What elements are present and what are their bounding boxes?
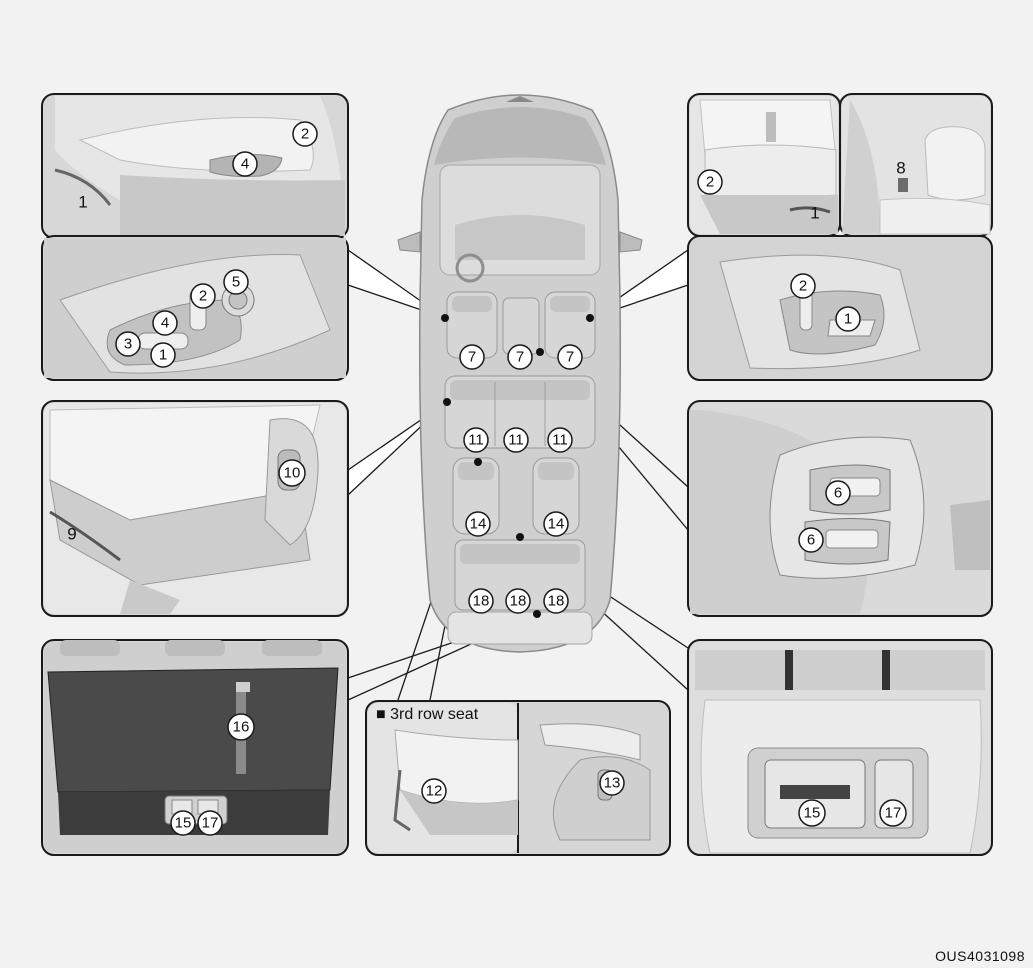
svg-text:4: 4 — [161, 315, 169, 332]
callout-row1-left: 7 — [459, 344, 485, 370]
svg-text:18: 18 — [510, 593, 527, 610]
svg-text:11: 11 — [468, 432, 484, 449]
panel-passenger-power-switch: 2 1 — [687, 235, 993, 381]
svg-text:14: 14 — [470, 516, 487, 533]
svg-text:15: 15 — [804, 805, 821, 822]
svg-text:1: 1 — [810, 204, 819, 223]
svg-text:18: 18 — [473, 593, 490, 610]
svg-text:7: 7 — [516, 349, 524, 366]
panel-headrest: 8 — [839, 93, 993, 237]
callout-j-15: 15 — [798, 799, 826, 827]
svg-text:1: 1 — [159, 347, 167, 364]
callout-row2-left: 11 — [463, 427, 489, 453]
svg-text:3: 3 — [124, 336, 132, 353]
svg-text:18: 18 — [548, 593, 565, 610]
svg-text:11: 11 — [508, 432, 524, 449]
svg-text:6: 6 — [807, 532, 815, 549]
panel-front-seat-side: 1 2 4 — [41, 93, 349, 239]
callout-b-4: 4 — [152, 310, 178, 336]
callout-b-3: 3 — [115, 331, 141, 357]
svg-text:2: 2 — [799, 278, 807, 295]
vehicle-callouts: 7 7 7 11 11 11 14 14 18 18 18 — [459, 344, 583, 614]
panel-third-row-seat: 12 13 — [365, 700, 671, 856]
svg-text:6: 6 — [834, 485, 842, 502]
callout-c-2: 2 — [697, 169, 723, 195]
callout-h-16: 16 — [227, 713, 255, 741]
svg-text:4: 4 — [241, 156, 249, 173]
callout-row2-mid: 11 — [503, 427, 529, 453]
panel-seat-back: 16 15 17 — [41, 639, 349, 856]
callout-a-2: 2 — [292, 121, 318, 147]
anchor-dots — [441, 314, 594, 618]
callout-h-15: 15 — [170, 810, 196, 836]
svg-text:12: 12 — [426, 783, 443, 800]
panel-rear-console: 15 17 — [687, 639, 993, 856]
svg-text:14: 14 — [548, 516, 565, 533]
callout-d-8: 8 — [896, 159, 905, 178]
callout-e-2: 2 — [790, 273, 816, 299]
callout-g-6b: 6 — [798, 527, 824, 553]
callout-row1-right: 7 — [557, 344, 583, 370]
svg-text:17: 17 — [885, 805, 902, 822]
svg-text:15: 15 — [175, 815, 192, 832]
callout-b-1: 1 — [150, 342, 176, 368]
callout-b-5: 5 — [223, 269, 249, 295]
panel-second-row-bench: 10 9 — [41, 400, 349, 617]
svg-text:1: 1 — [78, 193, 87, 212]
callout-i-12: 12 — [421, 778, 447, 804]
callout-b-2: 2 — [190, 283, 216, 309]
svg-text:10: 10 — [284, 465, 301, 482]
svg-text:7: 7 — [566, 349, 574, 366]
callout-row2-right: 11 — [547, 427, 573, 453]
callout-row3-mid: 18 — [505, 588, 531, 614]
callout-captain-left: 14 — [465, 511, 491, 537]
callout-f-10: 10 — [278, 459, 306, 487]
svg-text:5: 5 — [232, 274, 240, 291]
svg-text:2: 2 — [199, 288, 207, 305]
callout-row3-right: 18 — [543, 588, 569, 614]
svg-text:8: 8 — [896, 159, 905, 178]
callout-i-13: 13 — [599, 770, 625, 796]
svg-text:2: 2 — [301, 126, 309, 143]
callout-g-6a: 6 — [825, 480, 851, 506]
callout-a-1: 1 — [78, 193, 87, 212]
svg-text:7: 7 — [468, 349, 476, 366]
svg-text:13: 13 — [604, 775, 621, 792]
svg-text:2: 2 — [706, 174, 714, 191]
callout-f-9: 9 — [67, 525, 76, 544]
callout-row3-left: 18 — [468, 588, 494, 614]
svg-text:1: 1 — [844, 311, 852, 328]
callout-c-1: 1 — [810, 204, 819, 223]
callout-a-4: 4 — [232, 151, 258, 177]
panel-driver-power-switch: 2 5 4 3 1 — [41, 235, 349, 381]
svg-text:11: 11 — [552, 432, 568, 449]
callout-h-17: 17 — [197, 810, 223, 836]
svg-text:16: 16 — [233, 719, 250, 736]
svg-text:17: 17 — [202, 815, 219, 832]
callout-e-1: 1 — [835, 306, 861, 332]
panel-heater-switch: 6 6 — [687, 400, 993, 617]
panel-passenger-seat: 2 1 — [687, 93, 841, 237]
figure-code: OUS4031098 — [935, 948, 1025, 964]
third-row-seat-label: ■ 3rd row seat — [376, 706, 479, 723]
callout-j-17: 17 — [879, 799, 907, 827]
callout-row1-mid: 7 — [507, 344, 533, 370]
callout-captain-right: 14 — [543, 511, 569, 537]
vehicle-top-view — [397, 94, 643, 653]
svg-text:9: 9 — [67, 525, 76, 544]
